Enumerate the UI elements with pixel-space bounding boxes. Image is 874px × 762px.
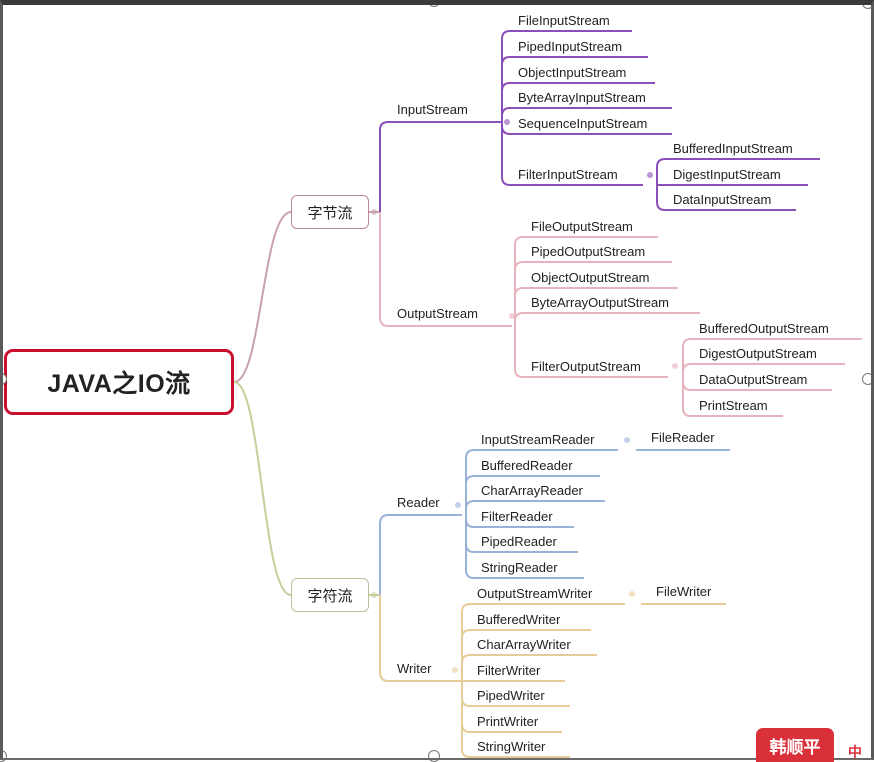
branch-line-buffered-input-stream <box>656 158 820 185</box>
node-char-array-writer[interactable]: CharArrayWriter <box>477 637 571 652</box>
node-char-stream-label: 字符流 <box>307 587 353 605</box>
branch-line-object-output-stream <box>514 287 678 326</box>
node-piped-input-stream[interactable]: PipedInputStream <box>518 39 623 54</box>
node-sequence-input-stream[interactable]: SequenceInputStream <box>518 116 648 131</box>
stamp-extra-glyph: 中 <box>848 744 862 760</box>
branch-line-buffered-output-stream <box>682 338 862 377</box>
node-input-stream[interactable]: InputStream <box>397 102 468 117</box>
node-reader[interactable]: Reader <box>397 495 440 510</box>
node-file-output-stream[interactable]: FileOutputStream <box>531 219 633 234</box>
node-data-input-stream[interactable]: DataInputStream <box>673 192 772 207</box>
branch-line-byte-array-input-stream <box>501 107 672 122</box>
node-piped-reader[interactable]: PipedReader <box>481 534 557 549</box>
node-byte-array-output-stream[interactable]: ByteArrayOutputStream <box>531 295 669 310</box>
node-string-reader[interactable]: StringReader <box>481 560 558 575</box>
root-node-java-io[interactable]: JAVA之IO流 <box>4 349 234 415</box>
node-filter-reader[interactable]: FilterReader <box>481 509 553 524</box>
branch-line-piped-output-stream <box>514 261 672 326</box>
author-stamp-label: 韩顺平 <box>769 737 821 757</box>
branch-line-string-reader <box>465 515 584 579</box>
node-char-stream[interactable]: 字符流 <box>291 578 369 612</box>
collapse-dot-output-stream <box>509 313 515 319</box>
node-byte-array-input-stream[interactable]: ByteArrayInputStream <box>518 90 646 105</box>
node-string-writer[interactable]: StringWriter <box>477 739 546 754</box>
node-piped-output-stream[interactable]: PipedOutputStream <box>531 244 646 259</box>
node-file-input-stream[interactable]: FileInputStream <box>518 13 610 28</box>
resize-handle-right[interactable] <box>862 373 874 385</box>
node-buffered-reader[interactable]: BufferedReader <box>481 458 573 473</box>
node-filter-output-stream[interactable]: FilterOutputStream <box>531 359 641 374</box>
node-byte-stream[interactable]: 字节流 <box>291 195 369 229</box>
branch-line-filter-output-stream <box>514 326 668 378</box>
node-buffered-output-stream[interactable]: BufferedOutputStream <box>699 321 829 336</box>
branch-line-output-stream-writer <box>461 603 625 681</box>
branch-line-writer <box>379 595 462 682</box>
branch-line-reader <box>379 514 462 595</box>
collapse-dot-isr <box>624 437 630 443</box>
branch-line-digest-output-stream <box>682 363 845 377</box>
collapse-dot-filter-input <box>647 172 653 178</box>
branch-line-output-stream <box>379 212 512 327</box>
node-file-reader[interactable]: FileReader <box>651 430 715 445</box>
branch-line-buffered-reader <box>465 475 600 515</box>
author-stamp: 韩顺平 <box>756 728 834 762</box>
branch-line-file-output-stream <box>514 236 658 326</box>
node-digest-input-stream[interactable]: DigestInputStream <box>673 167 781 182</box>
branch-line-input-stream-reader <box>465 449 618 515</box>
branch-line-string-writer <box>461 681 570 758</box>
branch-line-byte-array-output-stream <box>514 312 700 326</box>
branch-line-piped-input-stream <box>501 56 648 122</box>
node-output-stream-writer[interactable]: OutputStreamWriter <box>477 586 593 601</box>
node-buffered-input-stream[interactable]: BufferedInputStream <box>673 141 793 156</box>
branch-line-file-input-stream <box>501 30 632 122</box>
collapse-dot-input-stream <box>504 119 510 125</box>
collapse-dot-writer <box>452 667 458 673</box>
node-char-array-reader[interactable]: CharArrayReader <box>481 483 583 498</box>
curve-root-to-byte <box>233 211 292 383</box>
curve-root-to-char <box>233 381 292 596</box>
node-filter-writer[interactable]: FilterWriter <box>477 663 541 678</box>
node-filter-input-stream[interactable]: FilterInputStream <box>518 167 618 182</box>
node-digest-output-stream[interactable]: DigestOutputStream <box>699 346 817 361</box>
node-object-input-stream[interactable]: ObjectInputStream <box>518 65 627 80</box>
node-print-writer[interactable]: PrintWriter <box>477 714 539 729</box>
node-file-writer[interactable]: FileWriter <box>656 584 712 599</box>
node-input-stream-reader[interactable]: InputStreamReader <box>481 432 595 447</box>
node-object-output-stream[interactable]: ObjectOutputStream <box>531 270 650 285</box>
node-byte-stream-label: 字节流 <box>307 204 353 222</box>
node-buffered-writer[interactable]: BufferedWriter <box>477 612 561 627</box>
branch-line-filter-input-stream <box>501 122 643 186</box>
node-writer[interactable]: Writer <box>397 661 432 676</box>
node-piped-writer[interactable]: PipedWriter <box>477 688 545 703</box>
collapse-dot-osw <box>629 591 635 597</box>
collapse-dot-reader <box>455 502 461 508</box>
node-data-output-stream[interactable]: DataOutputStream <box>699 372 808 387</box>
branch-line-char-array-reader <box>465 500 605 515</box>
node-print-stream[interactable]: PrintStream <box>699 398 768 413</box>
resize-handle-bottom-left[interactable] <box>0 750 7 762</box>
collapse-dot-filter-output <box>672 363 678 369</box>
branch-line-buffered-writer <box>461 629 591 681</box>
branch-line-data-input-stream <box>656 185 796 211</box>
resize-handle-bottom[interactable] <box>428 750 440 762</box>
node-output-stream[interactable]: OutputStream <box>397 306 478 321</box>
branch-line-char-array-writer <box>461 654 597 681</box>
branch-line-print-stream <box>682 377 783 417</box>
branch-line-object-input-stream <box>501 82 655 122</box>
root-node-label: JAVA之IO流 <box>47 370 191 398</box>
branch-line-input-stream <box>379 121 502 212</box>
